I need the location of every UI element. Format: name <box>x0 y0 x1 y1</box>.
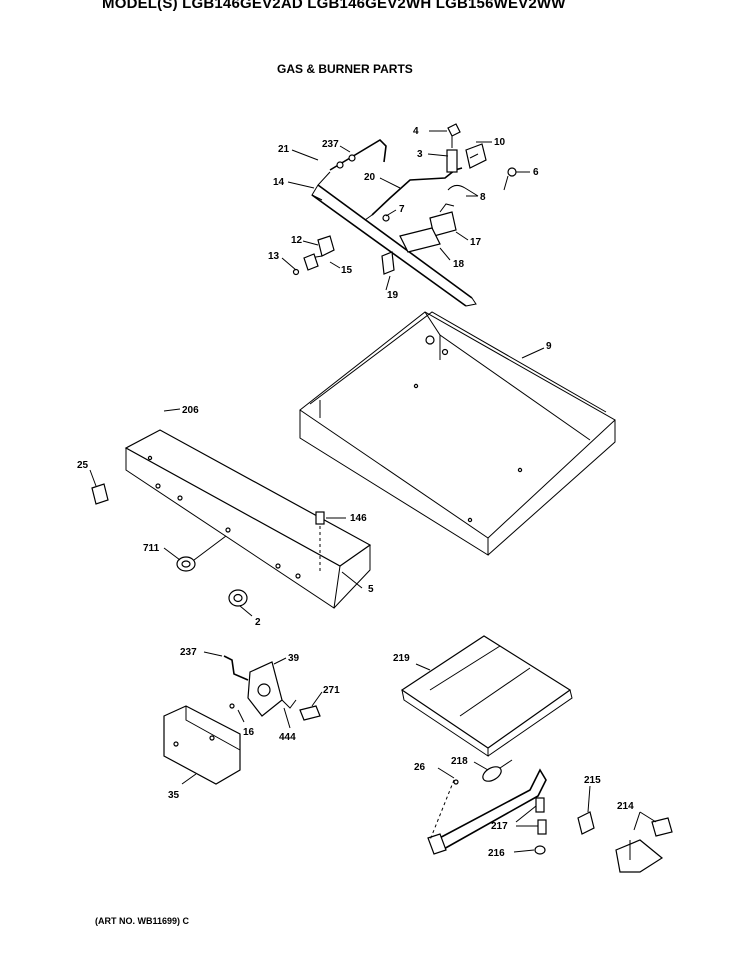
callout-19: 19 <box>387 290 399 301</box>
callout-206: 206 <box>182 405 199 416</box>
callout-26: 26 <box>414 762 426 773</box>
callout-25: 25 <box>77 460 89 471</box>
callout-9: 9 <box>546 341 552 352</box>
callout-14: 14 <box>273 177 285 188</box>
burner-tube-assembly <box>427 759 673 873</box>
callout-13: 13 <box>268 251 280 262</box>
callout-labels: 4 10 3 6 21 237 20 14 8 7 17 12 13 15 18… <box>77 126 634 859</box>
callout-15: 15 <box>341 265 353 276</box>
callout-219: 219 <box>393 653 410 664</box>
callout-2: 2 <box>255 617 261 628</box>
callout-271: 271 <box>323 685 340 696</box>
callout-10: 10 <box>494 137 506 148</box>
callout-217: 217 <box>491 821 508 832</box>
callout-5: 5 <box>368 584 374 595</box>
bracket-35 <box>163 705 241 785</box>
callout-4: 4 <box>413 126 419 137</box>
callout-39: 39 <box>288 653 300 664</box>
page-title: MODEL(S) LGB146GEV2AD LGB146GEV2WH LGB15… <box>102 0 566 12</box>
callout-21: 21 <box>278 144 290 155</box>
manifold-assembly <box>292 123 517 307</box>
callout-8: 8 <box>480 192 486 203</box>
callout-214: 214 <box>617 801 634 812</box>
plate-219 <box>400 635 573 757</box>
callout-3: 3 <box>417 149 423 160</box>
callout-146: 146 <box>350 513 367 524</box>
callout-12: 12 <box>291 235 303 246</box>
callout-218: 218 <box>451 756 468 767</box>
callout-16: 16 <box>243 727 255 738</box>
regulator-assembly <box>223 655 321 721</box>
callout-17: 17 <box>470 237 482 248</box>
callout-20: 20 <box>364 172 376 183</box>
leader-lines <box>89 130 657 853</box>
callout-7: 7 <box>399 204 405 215</box>
callout-444: 444 <box>279 732 296 743</box>
control-panel <box>91 429 372 609</box>
callout-237-top: 237 <box>322 139 339 150</box>
section-title: GAS & BURNER PARTS <box>277 62 413 76</box>
burner-box <box>299 311 616 556</box>
callout-711: 711 <box>143 543 160 554</box>
callout-18: 18 <box>453 259 465 270</box>
callout-237-bottom: 237 <box>180 647 197 658</box>
callout-6: 6 <box>533 167 539 178</box>
callout-215: 215 <box>584 775 601 786</box>
callout-216: 216 <box>488 848 505 859</box>
art-number: (ART NO. WB11699) C <box>95 916 190 926</box>
callout-35: 35 <box>168 790 180 801</box>
